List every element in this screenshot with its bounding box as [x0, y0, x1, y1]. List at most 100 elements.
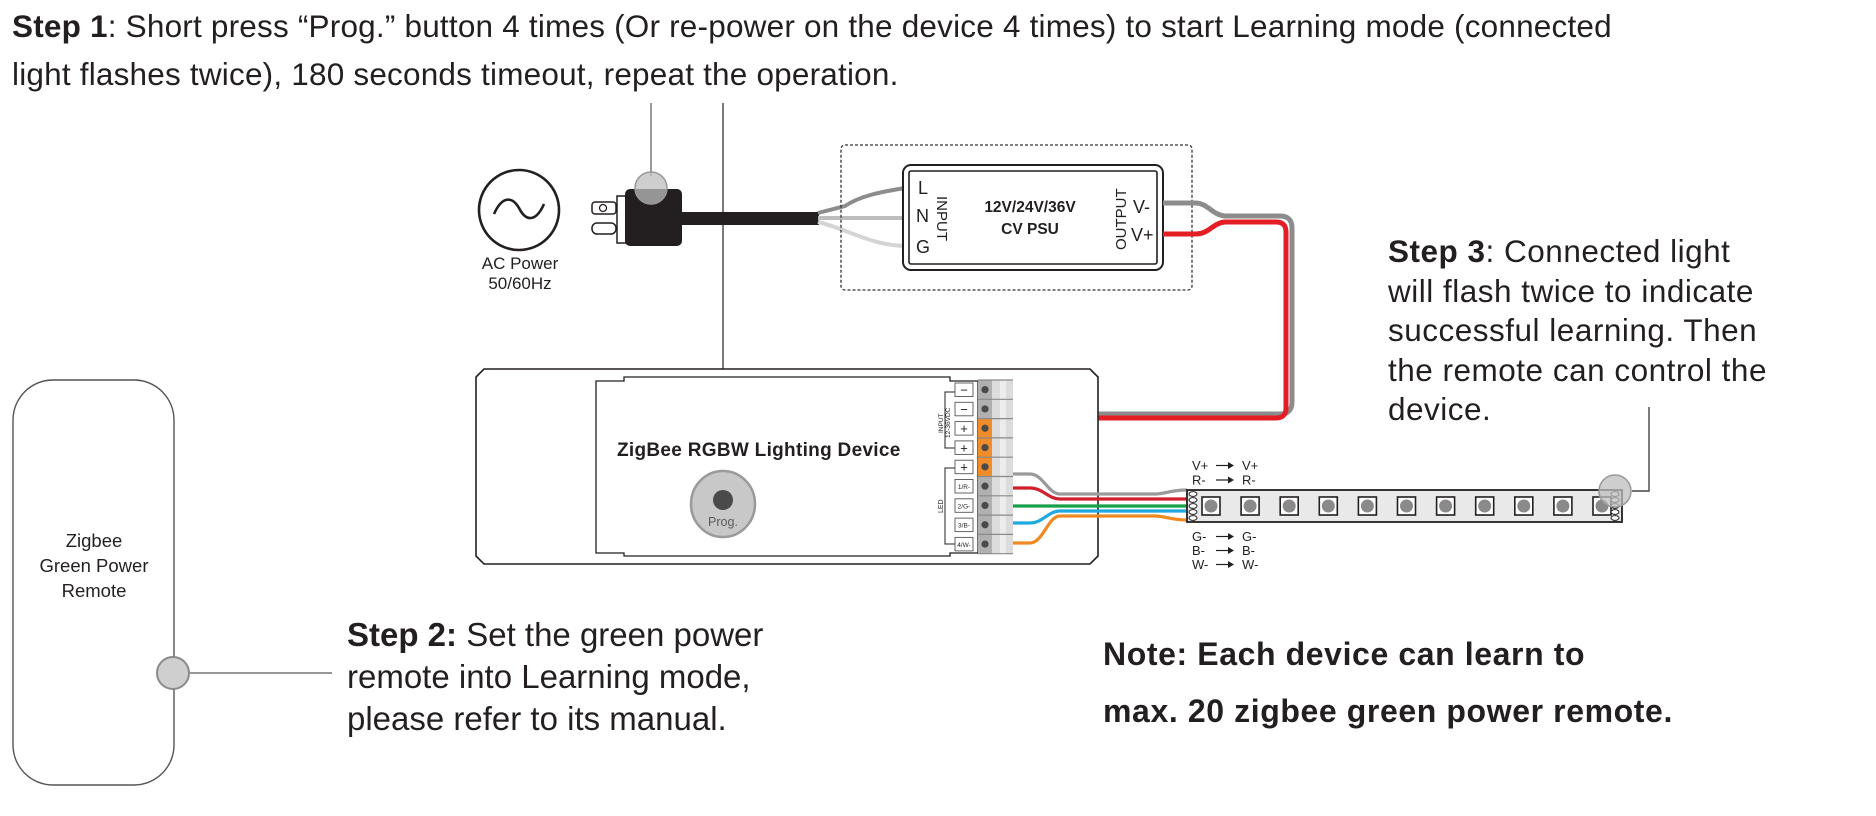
step1-text-line2: light flashes twice), 180 seconds timeou… [12, 56, 899, 92]
terminal-row: 1/R- [954, 475, 1013, 496]
pin-from: G- [1192, 529, 1206, 544]
psu-output-label: OUTPUT [1113, 188, 1130, 250]
learning-limit-note: Note: Each device can learn to max. 20 z… [1103, 626, 1673, 740]
arrow-head-icon [1228, 547, 1234, 554]
pin-to: V+ [1242, 458, 1258, 473]
terminal-row: 2/G- [954, 495, 1013, 516]
step1-label: Step 1 [12, 8, 108, 44]
terminal-row: − [954, 398, 1013, 419]
step2-text-line2: remote into Learning mode, [347, 658, 751, 695]
step2-instructions: Step 2: Set the green power remote into … [347, 614, 763, 740]
pin-to: R- [1242, 473, 1256, 488]
note-line2: max. 20 zigbee green power remote. [1103, 693, 1673, 729]
psu-terminal-n: N [916, 206, 929, 226]
terminal-row: + [954, 437, 1013, 458]
led-chip [1474, 496, 1495, 516]
led-chip [1396, 496, 1417, 516]
terminal-label-box [954, 421, 974, 436]
terminal-label: − [960, 383, 968, 398]
prog-button-label: Prog. [708, 515, 738, 529]
pin-from: B- [1192, 543, 1205, 558]
led-chip [1318, 496, 1339, 516]
led-strip [1186, 489, 1623, 523]
terminal-highlight [1000, 399, 1006, 419]
arrow-head-icon [1228, 533, 1234, 540]
led-chip [1279, 496, 1299, 516]
psu-terminal-vplus: V+ [1131, 225, 1154, 245]
terminal-label-box [954, 382, 974, 397]
wire-led-white [1013, 514, 1188, 545]
terminal-screw [981, 386, 989, 394]
terminal-row: + [954, 418, 1013, 438]
terminal-label-box [954, 536, 974, 552]
terminal-block: − − + + +1/R- 2/G- 3/B- 4/W- [954, 379, 1013, 555]
terminal-highlight [1000, 418, 1006, 438]
terminal-row: + [954, 456, 1013, 477]
pin-from: V+ [1192, 458, 1208, 473]
wire-l [817, 186, 906, 215]
led-group-label: LED [938, 499, 945, 513]
device-label-panel [595, 376, 979, 557]
arrow-head-icon [1228, 476, 1234, 484]
pin-mapping-row: R- R- [1192, 473, 1256, 488]
terminal-label: + [960, 460, 968, 475]
wire-led-blue [1013, 509, 1187, 525]
power-plug-icon [591, 189, 819, 246]
psu-title: 12V/24V/36V CV PSU [960, 197, 1100, 241]
step3-instructions: Step 3: Connected light will flash twice… [1388, 232, 1767, 430]
terminal-row: 4/W- [954, 533, 1013, 554]
terminal-highlight [1000, 476, 1006, 496]
step3-text-line4: the remote can control the [1388, 351, 1767, 388]
terminal-highlight [1000, 515, 1006, 535]
led-chip [1201, 496, 1221, 516]
terminal-highlight [1000, 437, 1006, 458]
step3-text-line1: : Connected light [1485, 233, 1731, 269]
terminal-label: − [960, 402, 968, 417]
terminal-label: + [960, 421, 968, 436]
terminal-screw [981, 443, 989, 452]
terminal-screw [981, 405, 989, 413]
pin-to: B- [1242, 543, 1255, 558]
led-group-bracket [944, 467, 962, 545]
terminal-label-box [954, 440, 974, 455]
terminal-screw [981, 463, 989, 471]
step3-leader [1632, 407, 1650, 492]
terminal-row: − [954, 379, 1013, 400]
remote-label-line1: Zigbee [65, 530, 123, 551]
terminal-screw [981, 501, 989, 510]
step2-text-line1: Set the green power [457, 616, 764, 653]
pin-to: W- [1242, 557, 1258, 572]
led-chip [1240, 496, 1260, 516]
pin-from: R- [1192, 473, 1206, 488]
led-chip [1435, 496, 1456, 516]
terminal-label-box [954, 459, 974, 475]
wire-led-red [1013, 486, 1187, 501]
step1-callout-marker [634, 171, 668, 205]
note-line1: Note: Each device can learn to [1103, 636, 1586, 672]
terminal-label: + [960, 440, 968, 455]
wire-g [817, 220, 906, 248]
psu-terminal-g: G [916, 237, 930, 257]
step3-text-line5: device. [1388, 391, 1492, 427]
terminal-label: 3/B- [958, 523, 970, 530]
prog-button[interactable]: Prog. [689, 469, 757, 539]
terminal-label: 2/G- [958, 503, 971, 510]
step3-text-line2: will flash twice to indicate [1388, 272, 1754, 309]
terminal-label-box [954, 517, 974, 533]
green-power-remote [12, 379, 175, 786]
terminal-highlight [1000, 457, 1006, 477]
terminal-screw [981, 521, 989, 529]
led-chip [1514, 496, 1534, 516]
terminal-highlight [1000, 495, 1006, 516]
pin-from: W- [1192, 557, 1208, 572]
terminal-highlight [1000, 534, 1006, 554]
step3-callout-marker [1598, 474, 1632, 508]
wire-led-vplus [1013, 472, 1188, 496]
input-group-sublabel: 12-36VDC [945, 407, 952, 438]
step2-callout-marker [156, 656, 190, 690]
arrow-head-icon [1228, 462, 1234, 469]
arrow-head-icon [1228, 561, 1234, 568]
psu-terminal-l: L [918, 178, 928, 198]
step3-label: Step 3 [1388, 233, 1486, 269]
